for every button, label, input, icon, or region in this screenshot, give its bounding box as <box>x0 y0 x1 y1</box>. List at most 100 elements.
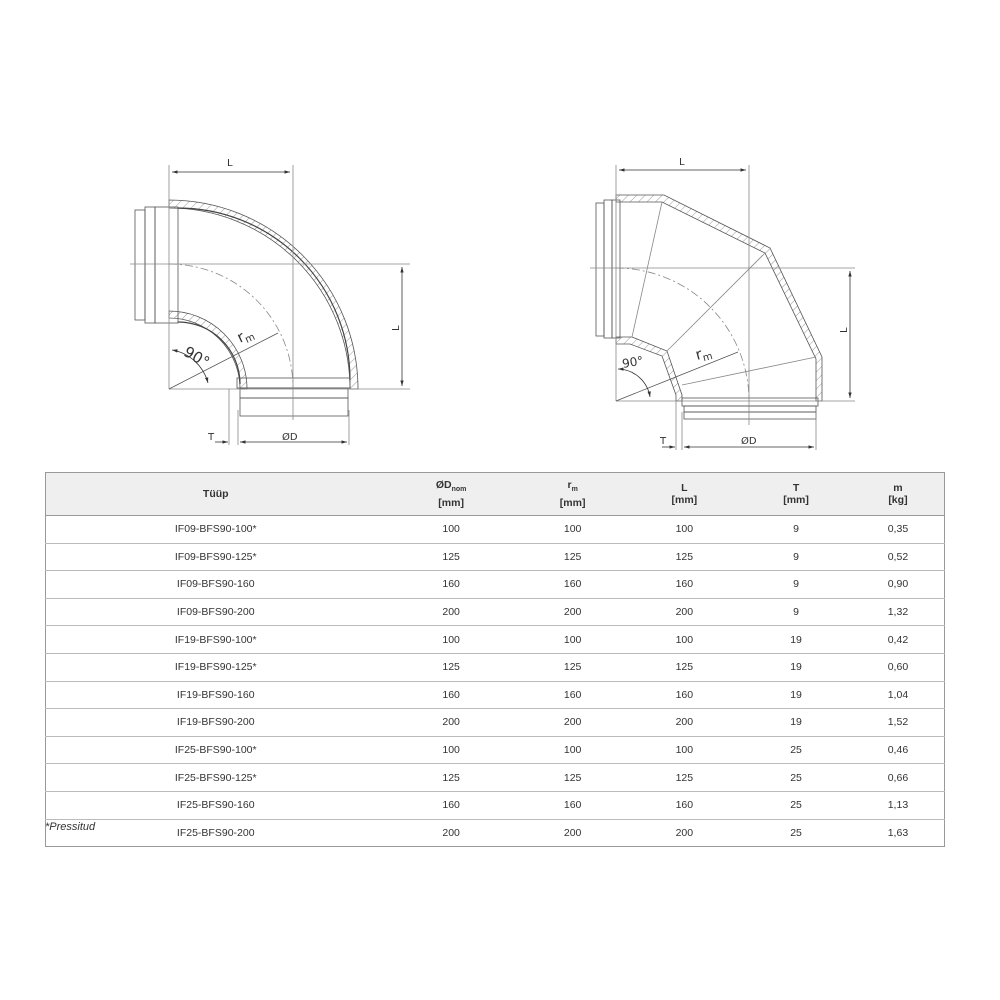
table-cell: 160 <box>385 570 517 599</box>
table-cell: IF25-BFS90-100* <box>45 736 386 765</box>
table-cell: 200 <box>516 708 629 737</box>
table-cell: IF19-BFS90-160 <box>45 681 386 710</box>
header-unit: [kg] <box>888 494 908 506</box>
table-cell: 100 <box>628 736 741 765</box>
table-cell: 9 <box>740 598 852 627</box>
dim-label-angle: 90° <box>181 343 213 372</box>
header-unit: [mm] <box>671 494 698 506</box>
table-cell: 160 <box>628 570 741 599</box>
dim-label-T: T <box>207 432 215 443</box>
table-cell: 0,52 <box>851 543 945 572</box>
table-cell: 200 <box>516 598 629 627</box>
table-cell: 100 <box>628 625 741 654</box>
table-cell: 125 <box>516 763 629 792</box>
table-cell: 125 <box>385 653 517 682</box>
header-unit: [mm] <box>783 494 809 506</box>
table-cell: 160 <box>385 681 517 710</box>
table-cell: 200 <box>385 819 517 848</box>
table-cell: 125 <box>628 543 741 572</box>
column-header: T[mm] <box>740 472 852 516</box>
table-cell: 160 <box>628 681 741 710</box>
table-cell: 1,32 <box>851 598 945 627</box>
dim-label-rm: rm <box>234 324 257 349</box>
technical-drawings: L L rm 90° T ØD L L rm 90° T ØD <box>130 157 855 450</box>
table-cell: 160 <box>516 681 629 710</box>
table-cell: 200 <box>628 708 741 737</box>
header-label: r <box>567 479 572 492</box>
table-cell: 125 <box>385 763 517 792</box>
table-cell: 200 <box>385 708 517 737</box>
table-cell: 1,52 <box>851 708 945 737</box>
table-cell: 160 <box>628 791 741 820</box>
table-cell: 160 <box>385 791 517 820</box>
table-cell: 19 <box>740 625 852 654</box>
footnote: *Pressitud <box>45 821 96 833</box>
header-label: T <box>792 482 800 494</box>
table-cell: 100 <box>385 736 517 765</box>
table-cell: IF09-BFS90-200 <box>45 598 386 627</box>
table-cell: 0,90 <box>851 570 945 599</box>
dim-label-angle-right: 90° <box>621 353 644 370</box>
table-cell: 200 <box>628 598 741 627</box>
header-label: m <box>893 482 903 494</box>
header-unit: [mm] <box>559 496 586 509</box>
dim-label-L-top: L <box>227 158 233 169</box>
header-label: Tüüp <box>202 488 229 500</box>
table-cell: 125 <box>516 543 629 572</box>
table-cell: 19 <box>740 681 852 710</box>
table-cell: 9 <box>740 543 852 572</box>
dim-label-L-top-right: L <box>679 157 685 168</box>
table-cell: 100 <box>516 625 629 654</box>
table-cell: 25 <box>740 736 852 765</box>
table-cell: 100 <box>516 736 629 765</box>
header-unit: [mm] <box>438 496 464 509</box>
table-cell: 0,42 <box>851 625 945 654</box>
table-cell: 100 <box>385 625 517 654</box>
table-cell: 125 <box>516 653 629 682</box>
table-cell: 19 <box>740 708 852 737</box>
header-subscript: nom <box>451 486 467 494</box>
table-cell: 200 <box>385 598 517 627</box>
table-cell: 1,13 <box>851 791 945 820</box>
column-header: L[mm] <box>628 472 741 516</box>
table-cell: IF09-BFS90-160 <box>45 570 386 599</box>
dim-label-D: ØD <box>282 431 298 443</box>
bend-drawing-segmented <box>590 165 855 450</box>
table-cell: IF09-BFS90-125* <box>45 543 386 572</box>
column-header: m[kg] <box>851 472 945 516</box>
table-cell: IF25-BFS90-160 <box>45 791 386 820</box>
table-cell: 125 <box>628 653 741 682</box>
table-cell: IF25-BFS90-125* <box>45 763 386 792</box>
table-cell: 9 <box>740 515 852 544</box>
table-cell: 0,60 <box>851 653 945 682</box>
column-header: ØDnom [mm] <box>385 472 517 516</box>
table-cell: 160 <box>516 570 629 599</box>
table-cell: 9 <box>740 570 852 599</box>
table-cell: IF09-BFS90-100* <box>45 515 386 544</box>
table-cell: 100 <box>385 515 517 544</box>
table-cell: IF19-BFS90-100* <box>45 625 386 654</box>
table-cell: 125 <box>385 543 517 572</box>
header-label: L <box>681 482 688 494</box>
table-cell: 0,46 <box>851 736 945 765</box>
table-cell: 1,63 <box>851 819 945 848</box>
table-cell: 0,66 <box>851 763 945 792</box>
table-cell: 200 <box>628 819 741 848</box>
dim-label-rm-right: rm <box>693 342 714 365</box>
table-cell: 1,04 <box>851 681 945 710</box>
table-cell: 19 <box>740 653 852 682</box>
header-label: ØD <box>435 479 452 492</box>
column-header: Tüüp <box>45 472 386 516</box>
